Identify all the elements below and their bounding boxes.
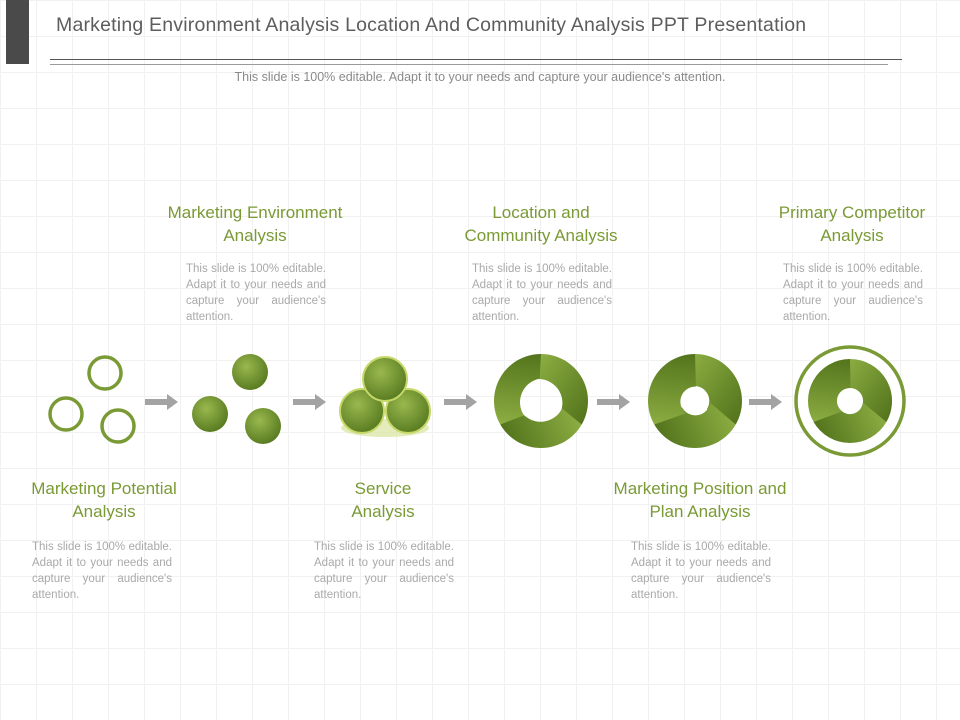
- arrow-right-icon: [444, 394, 477, 410]
- step-4-description: This slide is 100% editable. Adapt it to…: [472, 263, 612, 323]
- step-2-title: Marketing Environment Analysis: [150, 201, 360, 247]
- stage-3-cluster-icon: [339, 356, 431, 437]
- stage-2-balls-icon: [192, 354, 281, 444]
- step-6-description: This slide is 100% editable. Adapt it to…: [783, 263, 923, 323]
- step-1-title-line2: Analysis: [72, 502, 136, 521]
- arrow-right-icon: [597, 394, 630, 410]
- step-3-title-line2: Analysis: [351, 502, 415, 521]
- step-6-title: Primary Competitor Analysis: [747, 201, 957, 247]
- step-6-title-line1: Primary Competitor: [778, 203, 926, 222]
- step-2-title-line2: Analysis: [223, 226, 287, 245]
- step-3-title-line1: Service: [354, 479, 412, 498]
- step-4-title-line2: Community Analysis: [464, 226, 618, 245]
- step-5-title-line2: Plan Analysis: [649, 502, 751, 521]
- step-1-title: Marketing Potential Analysis: [0, 477, 209, 523]
- step-4-title-line1: Location and: [492, 203, 590, 222]
- page-title: Marketing Environment Analysis Location …: [56, 14, 807, 36]
- step-6-title-line2: Analysis: [820, 226, 884, 245]
- title-divider-secondary: [50, 64, 888, 65]
- stage-1-rings-icon: [48, 355, 136, 444]
- step-1-title-line1: Marketing Potential: [31, 479, 177, 498]
- step-2-description: This slide is 100% editable. Adapt it to…: [186, 263, 326, 323]
- step-3-description: This slide is 100% editable. Adapt it to…: [314, 541, 454, 601]
- step-5-title-line1: Marketing Position and: [613, 479, 787, 498]
- stage-4-swirl-icon: [494, 354, 588, 448]
- arrow-right-icon: [293, 394, 326, 410]
- title-accent-bar: [6, 0, 29, 64]
- stage-6-ringed-swirl-icon: [794, 345, 906, 457]
- arrow-right-icon: [749, 394, 782, 410]
- step-1-description: This slide is 100% editable. Adapt it to…: [32, 541, 172, 601]
- step-4-title: Location and Community Analysis: [436, 201, 646, 247]
- page-subtitle: This slide is 100% editable. Adapt it to…: [234, 70, 726, 84]
- step-5-title: Marketing Position and Plan Analysis: [595, 477, 805, 523]
- step-2-title-line1: Marketing Environment: [167, 203, 343, 222]
- step-3-title: Service Analysis: [278, 477, 488, 523]
- stage-5-swirl-icon: [648, 354, 742, 448]
- arrow-right-icon: [145, 394, 178, 410]
- step-5-description: This slide is 100% editable. Adapt it to…: [631, 541, 771, 601]
- title-divider: [50, 59, 902, 60]
